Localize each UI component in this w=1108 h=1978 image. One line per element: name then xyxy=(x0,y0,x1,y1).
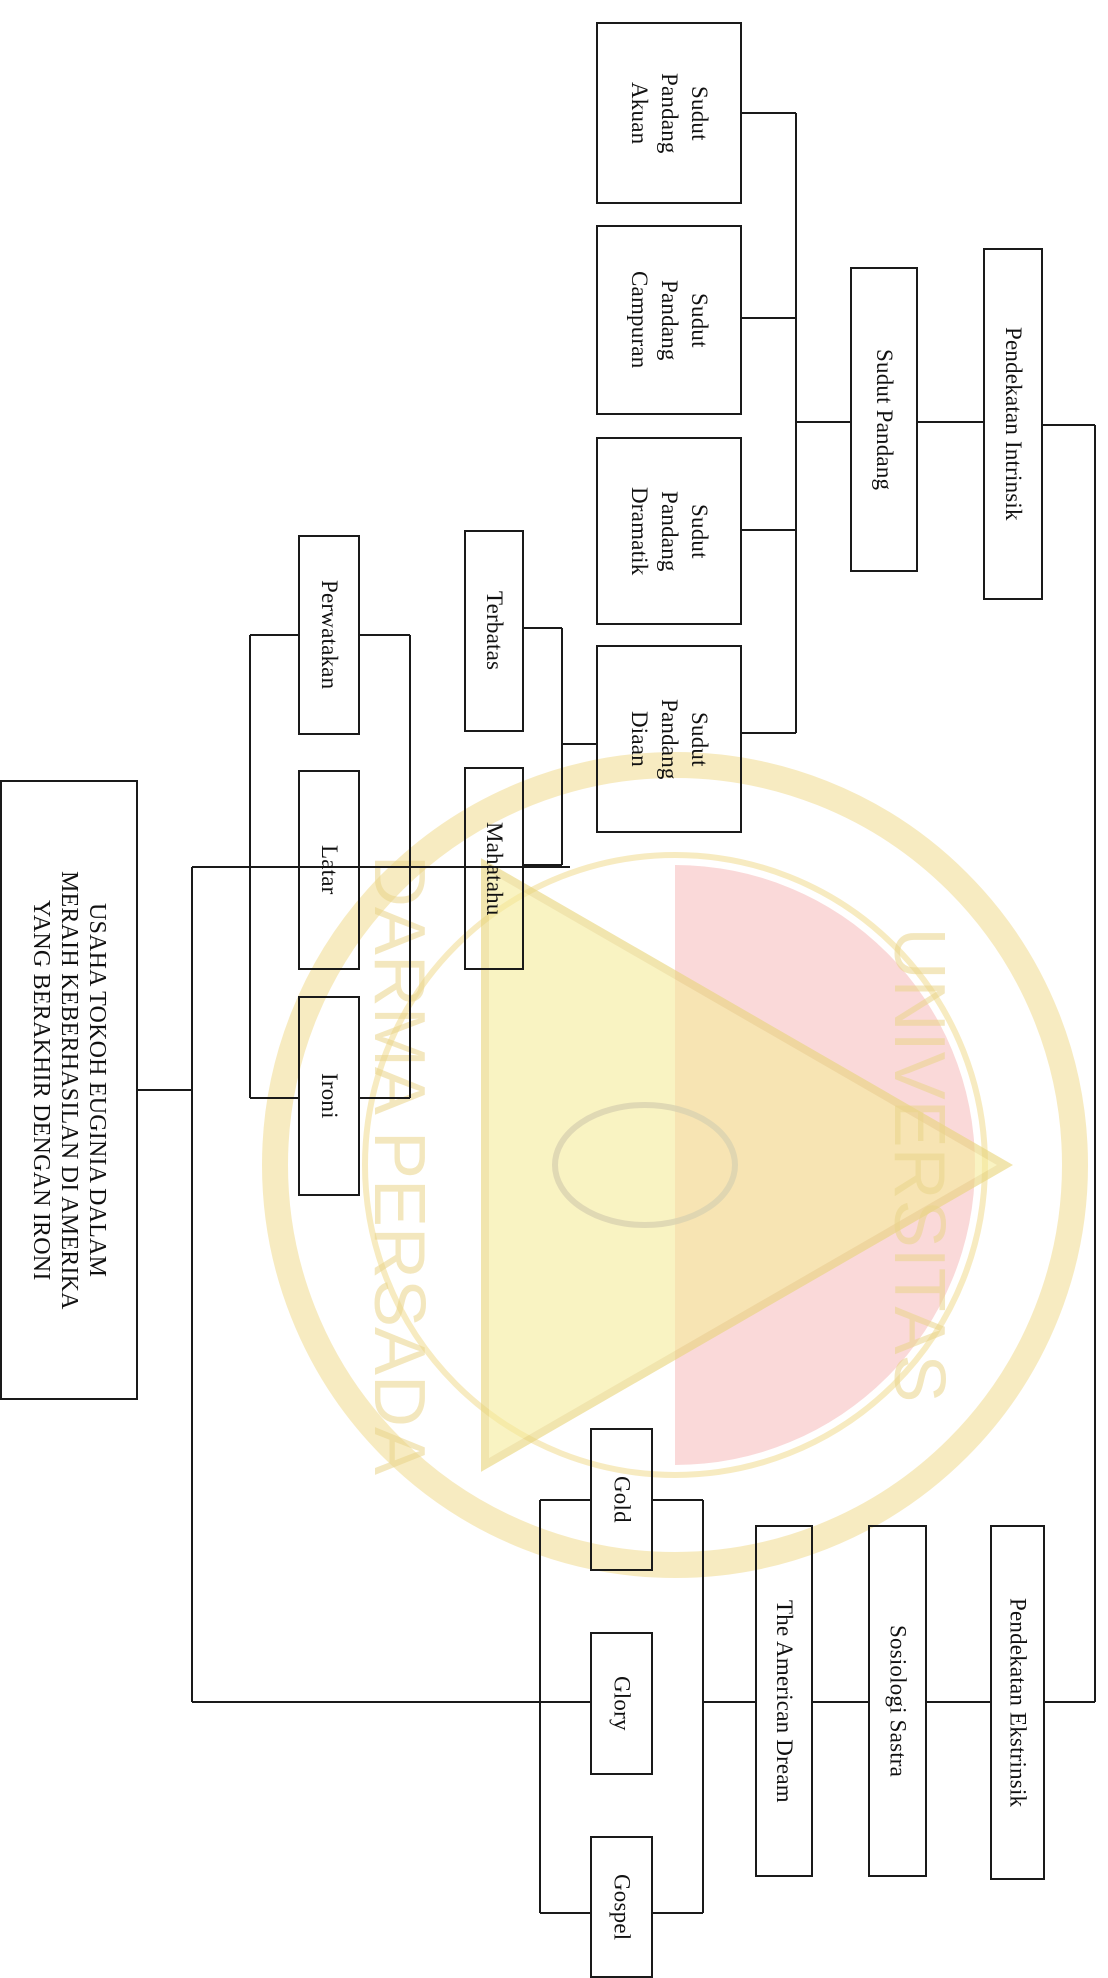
node-mahatahu: Mahatahu xyxy=(464,767,524,970)
label-sudut-pandang-akuan: Sudut Pandang Akuan xyxy=(627,72,712,154)
node-sudut-pandang-dramatik: Sudut Pandang Dramatik xyxy=(596,437,742,625)
label-latar: Latar xyxy=(317,845,342,895)
node-glory: Glory xyxy=(590,1632,653,1775)
label-sosiologi-sastra: Sosiologi Sastra xyxy=(885,1624,911,1778)
node-the-american-dream: The American Dream xyxy=(755,1525,813,1877)
node-ironi: Ironi xyxy=(298,996,360,1196)
node-pendekatan-ekstrinsik: Pendekatan Ekstrinsik xyxy=(990,1525,1045,1880)
node-gospel: Gospel xyxy=(590,1836,653,1978)
node-pendekatan-intrinsik: Pendekatan Intrinsik xyxy=(983,248,1043,600)
node-latar: Latar xyxy=(298,770,360,970)
label-pendekatan-ekstrinsik: Pendekatan Ekstrinsik xyxy=(1005,1597,1031,1808)
node-sudut-pandang-diaan: Sudut Pandang Diaan xyxy=(596,645,742,833)
label-pendekatan-intrinsik: Pendekatan Intrinsik xyxy=(1001,327,1026,521)
label-gospel: Gospel xyxy=(609,1873,635,1941)
label-sudut-pandang-campuran: Sudut Pandang Campuran xyxy=(627,271,712,369)
label-sudut-pandang-diaan: Sudut Pandang Diaan xyxy=(627,698,712,780)
label-mahatahu: Mahatahu xyxy=(482,821,507,916)
label-sudut-pandang-dramatik: Sudut Pandang Dramatik xyxy=(627,486,712,576)
label-glory: Glory xyxy=(609,1676,635,1731)
root-label: USAHA TOKOH EUGINIA DALAM MERAIH KEBERHA… xyxy=(28,870,110,1310)
label-gold: Gold xyxy=(609,1476,635,1523)
root-node: USAHA TOKOH EUGINIA DALAM MERAIH KEBERHA… xyxy=(0,780,138,1400)
label-ironi: Ironi xyxy=(317,1073,342,1119)
label-perwatakan: Perwatakan xyxy=(317,580,342,690)
node-terbatas: Terbatas xyxy=(464,530,524,732)
node-sudut-pandang: Sudut Pandang xyxy=(850,267,918,572)
label-terbatas: Terbatas xyxy=(482,591,507,671)
node-sosiologi-sastra: Sosiologi Sastra xyxy=(868,1525,927,1877)
node-sudut-pandang-akuan: Sudut Pandang Akuan xyxy=(596,22,742,204)
node-gold: Gold xyxy=(590,1428,653,1571)
label-sudut-pandang: Sudut Pandang xyxy=(872,348,897,491)
label-the-american-dream: The American Dream xyxy=(772,1599,797,1803)
node-sudut-pandang-campuran: Sudut Pandang Campuran xyxy=(596,225,742,415)
node-perwatakan: Perwatakan xyxy=(298,535,360,735)
